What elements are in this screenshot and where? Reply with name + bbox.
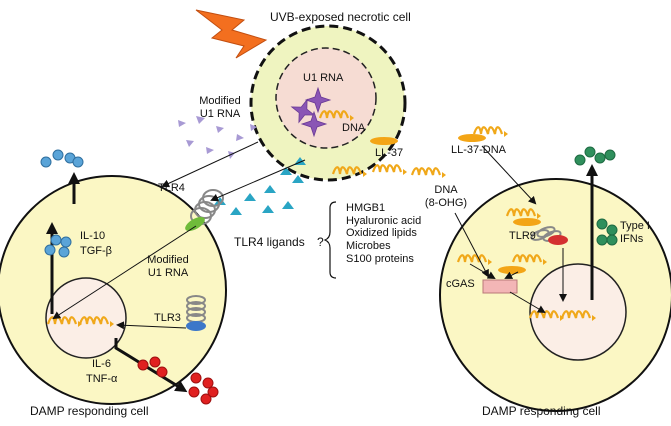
tlr3-label: TLR3 xyxy=(154,312,181,324)
modified-u1-rna-left-line-2: U1 RNA xyxy=(147,266,189,279)
type-i-line-1: Type I xyxy=(620,220,650,232)
modified-u1-rna-top-line-2: U1 RNA xyxy=(199,107,241,120)
necrotic-cell-label: UVB-exposed necrotic cell xyxy=(270,10,411,24)
dna-fragment-icon xyxy=(410,167,448,180)
ligand-item: HMGB1 xyxy=(346,202,386,214)
type-i-ifns-label: Type I IFNs xyxy=(620,220,650,245)
dna-label: DNA xyxy=(342,122,366,134)
left-damp-cell-label: DAMP responding cell xyxy=(30,404,149,418)
right-damp-cell-label: DAMP responding cell xyxy=(482,404,601,418)
tlr4-ligands-label: TLR4 ligands xyxy=(234,235,305,249)
question-mark: ? xyxy=(317,235,324,249)
il6-label: IL-6 xyxy=(92,358,111,370)
ligand-item: S100 proteins xyxy=(346,252,414,265)
type-i-line-2: IFNs xyxy=(620,232,644,245)
dna-fragment-icon xyxy=(371,164,409,177)
ligand-list: HMGB1 Hyaluronic acid Oxidized lipids Mi… xyxy=(346,202,421,265)
dna-8ohg-line-1: DNA xyxy=(434,184,458,196)
type-i-ifn-dots xyxy=(574,146,618,246)
u1-rna-label: U1 RNA xyxy=(303,72,344,84)
tlr4-label: TLR4 xyxy=(158,182,185,194)
tgfb-label: TGF-β xyxy=(80,245,112,257)
anti-inflammatory-cytokine-dots xyxy=(40,149,84,258)
modified-u1-rna-left-line-1: Modified xyxy=(147,254,189,266)
ligand-item: Oxidized lipids xyxy=(346,227,417,240)
cgas-label: cGAS xyxy=(446,278,475,290)
dna-8ohg-label: DNA (8-OHG) xyxy=(416,184,476,209)
tlr4-receptor-icon xyxy=(185,189,224,231)
ll37-dna-label: LL-37-DNA xyxy=(451,144,507,156)
lightning-icon xyxy=(195,9,268,59)
modified-u1-rna-left-label: Modified U1 RNA xyxy=(140,254,196,279)
modified-u1-rna-top-label: Modified U1 RNA xyxy=(192,95,248,120)
cgas-box xyxy=(482,279,518,294)
tlr9-receptor-icon xyxy=(530,226,568,245)
il10-label: IL-10 xyxy=(80,230,106,242)
ligand-item: Microbes xyxy=(346,239,391,252)
ligand-item: Hyaluronic acid xyxy=(346,214,422,227)
modified-u1-rna-top-line-1: Modified xyxy=(199,95,241,107)
proinflammatory-cytokine-dots xyxy=(137,356,219,405)
ll37-peptide-icon xyxy=(370,137,398,145)
ll37-label: LL-37 xyxy=(375,147,404,159)
dna-8ohg-line-2: (8-OHG) xyxy=(424,196,468,209)
ligand-brace xyxy=(323,201,337,279)
tnfa-label: TNF-α xyxy=(86,373,118,385)
tlr9-label: TLR9 xyxy=(509,230,536,242)
necrotic-nucleus xyxy=(275,47,377,149)
tlr3-receptor-icon xyxy=(186,295,206,331)
